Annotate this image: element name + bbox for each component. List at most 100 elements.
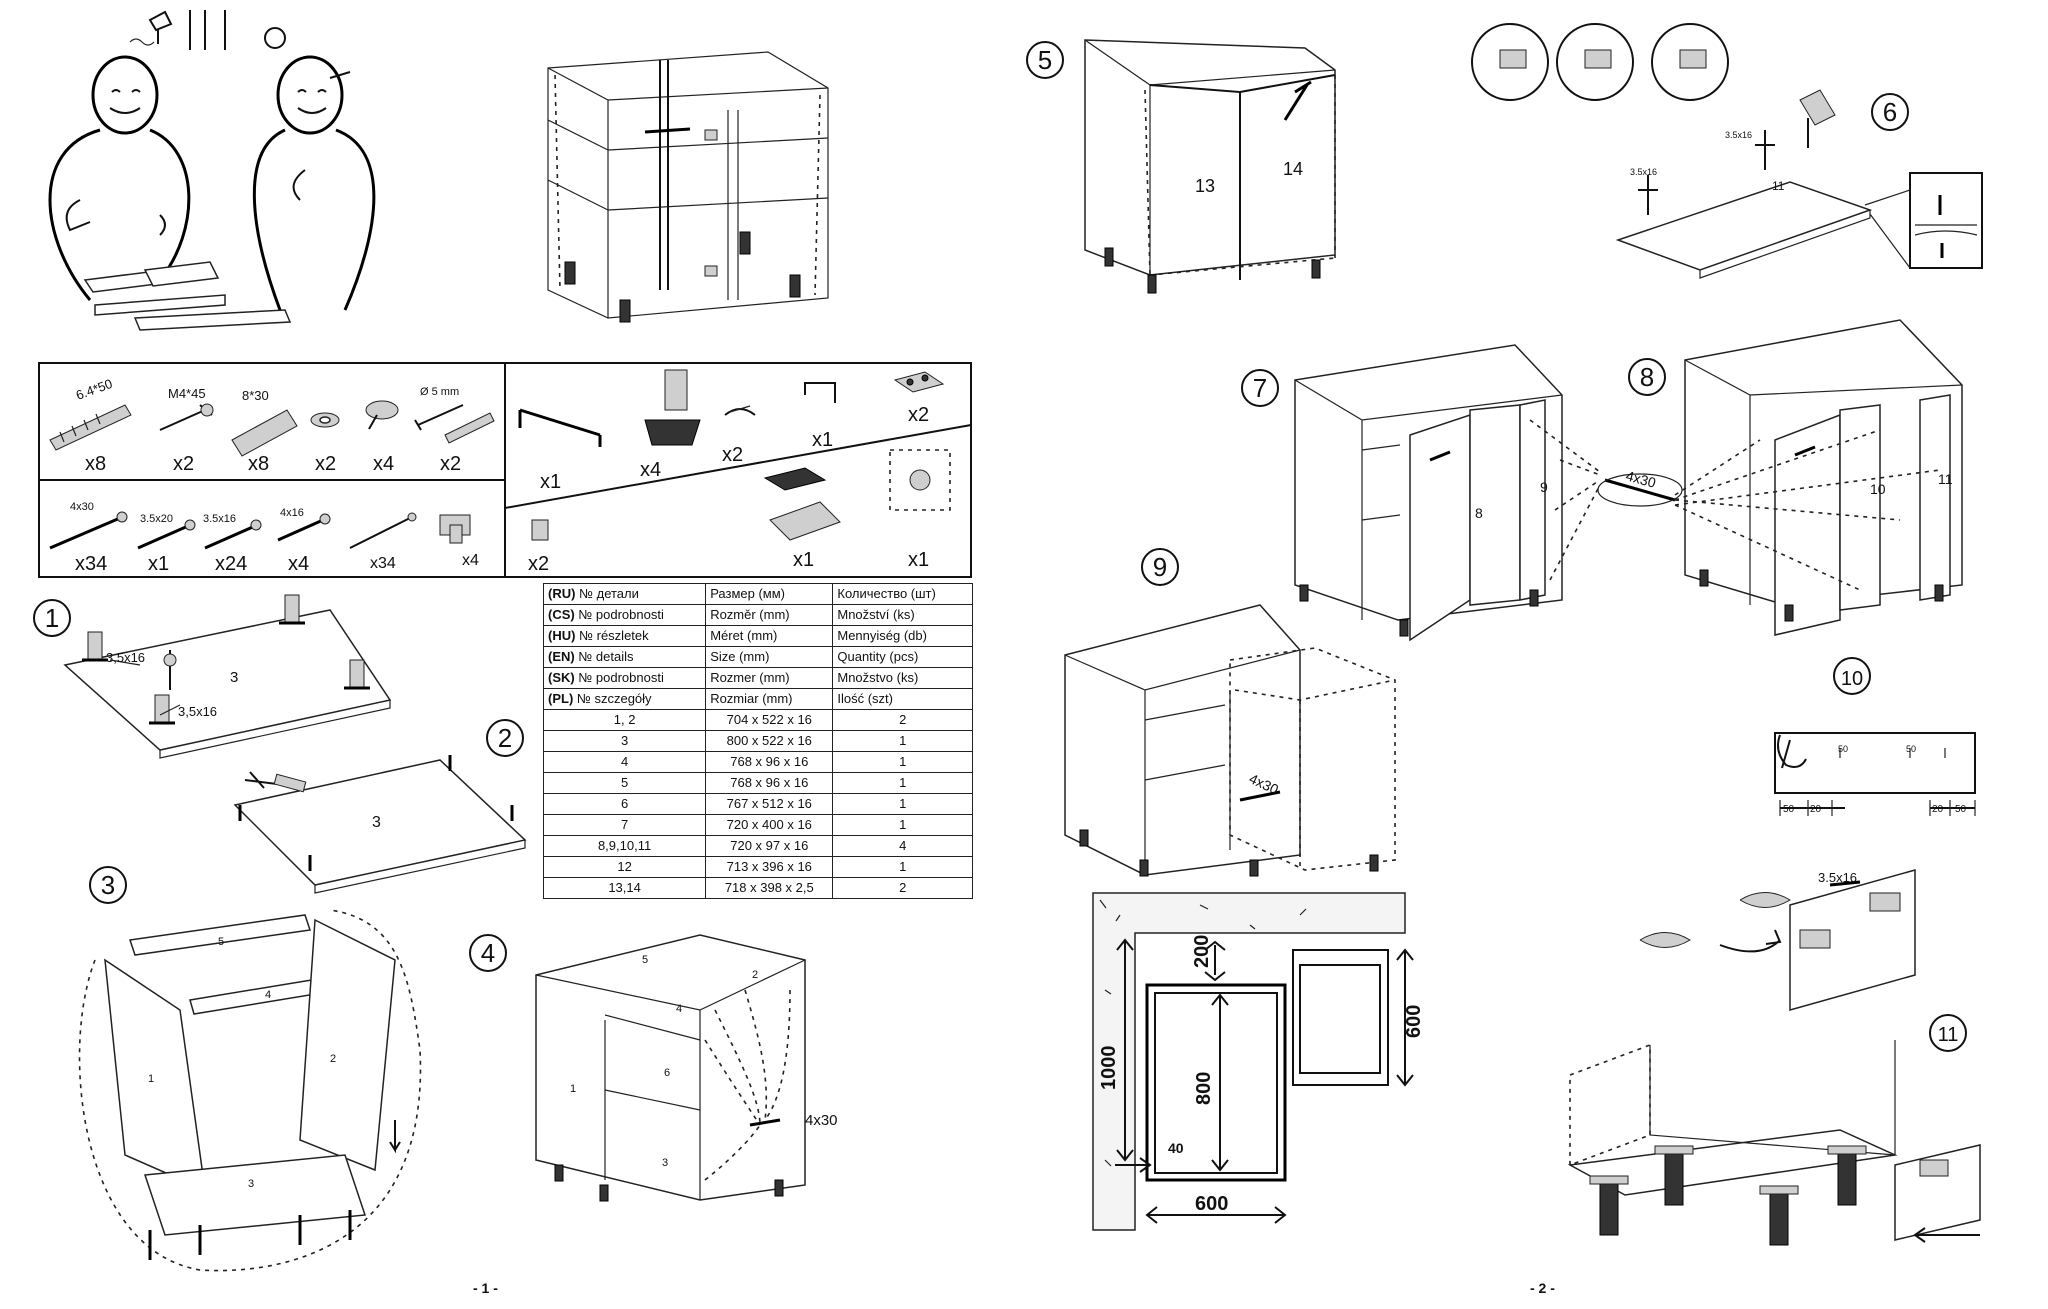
- step-5-number: 5: [1038, 45, 1052, 75]
- step-9-number: 9: [1153, 552, 1167, 582]
- page-number-1: - 1 -: [473, 1280, 498, 1296]
- shelf-pin-icon: [414, 404, 495, 444]
- s8-part-10: 10: [1870, 481, 1886, 497]
- step-10-number: 10: [1841, 668, 1863, 690]
- s4-part-4: 4: [676, 1003, 682, 1015]
- connector-icon: [439, 514, 471, 544]
- step-2-number: 2: [498, 723, 512, 753]
- people-illustration: [48, 10, 376, 331]
- step-11-diagram: [1567, 1040, 1981, 1246]
- step-11-circle: [1929, 1014, 1967, 1052]
- s1-screw-a: 3,5x16: [106, 650, 145, 665]
- step-4-number: 4: [481, 938, 495, 968]
- plan-dim-200: 200: [1191, 935, 1213, 968]
- s6-screw-a: 3.5x16: [1725, 130, 1752, 140]
- hw-count-b1: x34: [75, 553, 107, 575]
- plan-dim-1000: 1000: [1098, 1046, 1120, 1091]
- clips-diagram: [1639, 869, 1916, 1011]
- hw-label-b1: 4x30: [70, 501, 94, 513]
- plan-dim-600-right: 600: [1403, 1005, 1425, 1038]
- s3-part-4: 4: [265, 989, 271, 1001]
- hw-count-r1: x1: [540, 471, 561, 493]
- dowel-8x30-icon: [231, 409, 298, 457]
- s5-part-14: 14: [1283, 159, 1303, 179]
- cap-icon: [365, 400, 399, 430]
- s4-part-5: 5: [642, 954, 648, 966]
- s3-part-1: 1: [148, 1073, 154, 1085]
- s2-part-label: 3: [372, 814, 381, 831]
- screw-3-5x20-icon: [137, 519, 196, 550]
- hw-count-r2: x4: [640, 459, 661, 481]
- s6-screw-b: 3.5x16: [1630, 167, 1657, 177]
- s5-part-13: 13: [1195, 176, 1215, 196]
- plan-dim-600-bottom: 600: [1195, 1193, 1228, 1215]
- plan-dim-800: 800: [1193, 1072, 1215, 1105]
- hw-count-r8: x1: [908, 549, 929, 571]
- handle-icon: [518, 408, 602, 447]
- step-3-circle: [89, 866, 127, 904]
- hardware-labels: 6.4*50 M4*45 8*30 Ø 5 mm x8 x2 x8 x2 x4 …: [70, 376, 929, 575]
- s10-mark-2: 50: [1906, 744, 1916, 754]
- hw-label-b2: 3.5x20: [140, 513, 173, 525]
- plate-icon: [893, 371, 945, 393]
- hw-label-2: M4*45: [168, 386, 206, 401]
- screw-4x30-icon: [49, 511, 128, 550]
- hw-count-b4: x4: [288, 553, 309, 575]
- corner-floor-plan: [1092, 892, 1414, 1231]
- hinge-detail-icon: [889, 449, 951, 511]
- s1-part-label: 3: [230, 669, 238, 686]
- step-4-circle: [469, 934, 507, 972]
- step-8-diagram: [1674, 319, 1963, 636]
- s10-dim-1: 50: [1783, 804, 1795, 815]
- adjustable-leg-icon: [644, 369, 701, 446]
- hinge-icon: [763, 467, 841, 541]
- s7-part-9: 9: [1540, 479, 1548, 495]
- step-11-number: 11: [1938, 1024, 1959, 1046]
- hw-count-5: x4: [373, 453, 394, 475]
- step-1-circle: [33, 599, 71, 637]
- s8-part-11: 11: [1938, 471, 1953, 487]
- step-9-circle: [1141, 548, 1179, 586]
- step-9-diagram: [1064, 604, 1396, 877]
- dowel-small-icon: [531, 519, 549, 541]
- clip-icon: [724, 405, 756, 416]
- hw-count-3: x8: [248, 453, 269, 475]
- hw-count-r7: x1: [793, 549, 814, 571]
- step-5-circle: [1026, 41, 1064, 79]
- step-6-circle: [1871, 93, 1909, 131]
- plan-dim-40: 40: [1168, 1140, 1184, 1156]
- hw-count-2: x2: [173, 453, 194, 475]
- hw-count-b5: x34: [370, 555, 396, 572]
- hw-count-4: x2: [315, 453, 336, 475]
- step-3-diagram: [78, 909, 422, 1272]
- hw-count-b3: x24: [215, 553, 247, 575]
- s4-screw: 4x30: [805, 1112, 838, 1129]
- hardware-box: [38, 362, 972, 578]
- page-number-2: - 2 -: [1530, 1280, 1555, 1296]
- hw-count-r5: x2: [908, 404, 929, 426]
- hw-label-b4: 4x16: [280, 507, 304, 519]
- hw-count-1: x8: [85, 453, 106, 475]
- nail-icon: [349, 512, 417, 549]
- screw-3-5x16-icon: [204, 519, 262, 550]
- s10-mark-1: 50: [1838, 744, 1848, 754]
- s3-part-2: 2: [330, 1053, 336, 1065]
- hw-count-r4: x1: [812, 429, 833, 451]
- screw-4x16-icon: [277, 513, 331, 542]
- step-3-number: 3: [101, 870, 115, 900]
- s10-dim-4: 50: [1955, 804, 1967, 815]
- step-1-diagram: [63, 594, 392, 759]
- step-7-circle: [1241, 369, 1279, 407]
